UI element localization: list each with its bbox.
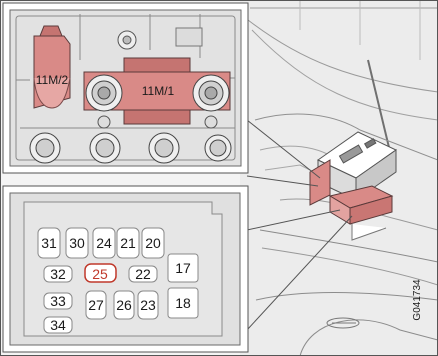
fuse-33	[43, 292, 73, 310]
fuse-32	[43, 265, 73, 283]
label-22: 22	[135, 266, 151, 282]
label-23: 23	[140, 297, 156, 313]
fuse-27	[85, 290, 107, 320]
stud-left	[85, 74, 123, 112]
label-26: 26	[116, 297, 132, 313]
fuse-21	[116, 227, 140, 259]
label-18: 18	[175, 295, 191, 311]
fuse-31	[37, 227, 61, 259]
fuse-23	[137, 290, 159, 320]
fuse-18	[167, 287, 199, 319]
car-illustration	[240, 0, 438, 356]
label-30: 30	[69, 235, 85, 251]
fuse-24	[92, 227, 116, 259]
fuse-block-inset: 31 30 24 21 20 32 25 22 17 33 27 26 23 1…	[2, 185, 249, 353]
label-17: 17	[175, 260, 191, 276]
stud-bottom-mid	[89, 132, 121, 164]
leader-lines	[246, 119, 353, 331]
stud-right	[192, 74, 230, 112]
stud-bottom-far-right	[204, 134, 232, 162]
label-25: 25	[92, 266, 108, 282]
main-fuse-11m2	[33, 25, 71, 109]
fuse-22	[128, 265, 158, 283]
label-31: 31	[41, 235, 57, 251]
label-32: 32	[50, 266, 66, 282]
fuse-34	[43, 316, 73, 334]
label-20: 20	[145, 235, 161, 251]
stud-bottom-left	[29, 132, 61, 164]
label-21: 21	[120, 235, 136, 251]
label-34: 34	[50, 317, 66, 333]
label-11m1: 11M/1	[142, 84, 175, 98]
main-fuses-inset: 11M/2 11M/1	[2, 2, 249, 174]
fuse-25	[84, 263, 117, 283]
label-27: 27	[88, 297, 104, 313]
label-11m2: 11M/2	[36, 73, 69, 87]
stud-bottom-right	[148, 132, 180, 164]
stud-top	[117, 30, 137, 50]
fuse-26	[113, 290, 135, 320]
fuse-30	[65, 227, 89, 259]
fuse-20	[141, 227, 165, 259]
figure-code: G041734	[412, 279, 423, 321]
label-24: 24	[96, 235, 112, 251]
label-33: 33	[50, 293, 66, 309]
fuse-17	[167, 253, 199, 283]
